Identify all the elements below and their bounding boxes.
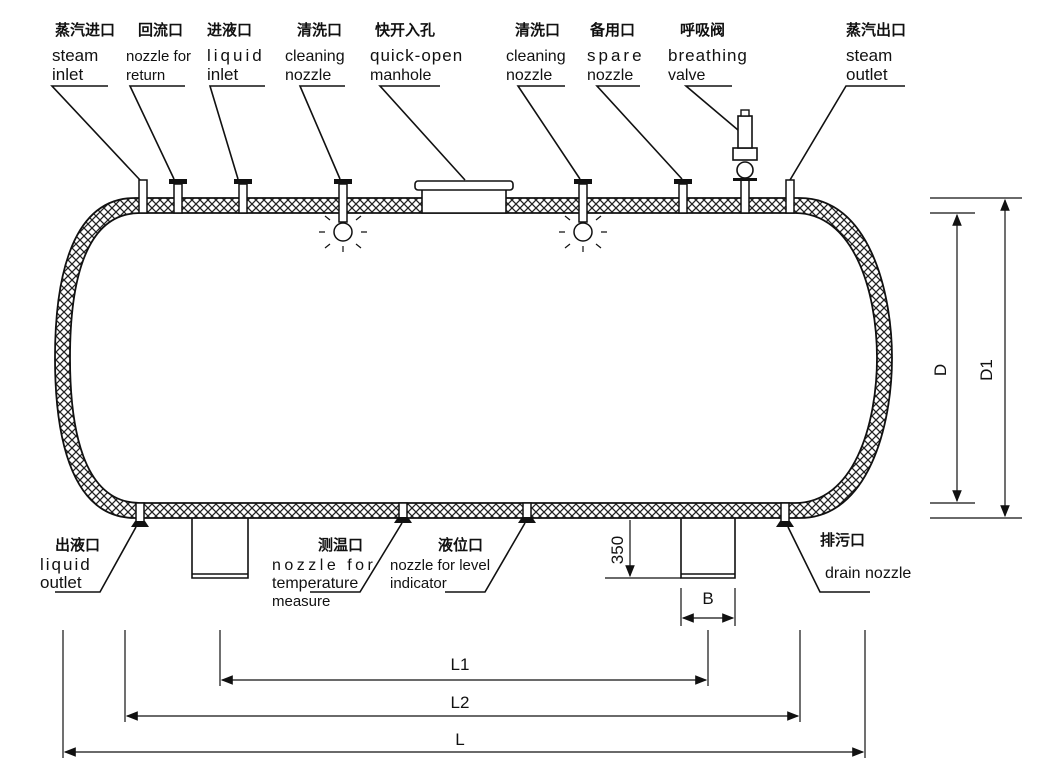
label-cn: 备用口 [589, 21, 635, 39]
label-cn: 呼吸阀 [680, 21, 725, 39]
dim-L1: L1 [451, 655, 470, 674]
steam-inlet-nozzle [138, 179, 148, 214]
dimension-lengths: L1 L2 L [62, 630, 866, 758]
label-en: cleaning [285, 48, 345, 65]
dim-D1: D1 [977, 359, 996, 381]
label-en: nozzle for [126, 48, 191, 65]
label-en: steam [52, 46, 98, 65]
label-spare-nozzle: 备用口 spare nozzle [587, 21, 645, 84]
liquid-outlet-nozzle [131, 502, 149, 527]
label-cn: 液位口 [438, 536, 483, 554]
label-cn: 蒸汽进口 [55, 21, 115, 39]
label-cn: 快开入孔 [375, 21, 435, 39]
dimension-leg-height: 350 [605, 520, 681, 579]
label-en: quick-open [370, 46, 463, 65]
label-en: inlet [207, 65, 238, 84]
dim-350: 350 [608, 536, 627, 564]
label-en: cleaning [506, 48, 566, 65]
cleaning-nozzle-1 [319, 179, 367, 252]
label-level-indicator: 液位口 nozzle for level indicator [390, 536, 490, 592]
support-leg-right [680, 518, 736, 579]
dim-L2: L2 [451, 693, 470, 712]
label-manhole: 快开入孔 quick-open manhole [370, 21, 463, 84]
label-temperature: 测温口 nozzle for temperature measure [272, 536, 376, 610]
label-en: nozzle [506, 67, 552, 84]
label-cn: 回流口 [138, 21, 183, 39]
manhole [414, 180, 514, 214]
label-en: manhole [370, 67, 431, 84]
breathing-valve [732, 109, 758, 214]
dim-L: L [455, 730, 464, 749]
dim-B-label: B [702, 589, 713, 608]
label-en: nozzle for level [390, 557, 490, 574]
support-leg-left [191, 518, 249, 579]
drain-nozzle [776, 502, 794, 527]
steam-outlet-nozzle [785, 179, 795, 214]
return-nozzle [169, 179, 187, 214]
spare-nozzle [674, 179, 692, 214]
temperature-nozzle [394, 502, 412, 523]
dimension-B: B [680, 588, 736, 626]
label-en: outlet [40, 573, 82, 592]
label-en: steam [846, 46, 892, 65]
label-cn: 清洗口 [297, 21, 342, 39]
label-liquid-outlet: 出液口 liquid outlet [40, 536, 100, 592]
dim-D: D [931, 364, 950, 376]
tank-shell [54, 197, 893, 519]
label-cn: 清洗口 [515, 21, 560, 39]
label-cn: 进液口 [207, 21, 252, 39]
label-return: 回流口 nozzle for return [126, 21, 191, 84]
top-leader-lines [50, 85, 905, 181]
label-steam-outlet: 蒸汽出口 steam outlet [846, 21, 906, 84]
label-breathing-valve: 呼吸阀 breathing valve [668, 21, 748, 84]
label-cn: 蒸汽出口 [846, 21, 906, 39]
label-en: temperature [272, 575, 358, 592]
label-en: nozzle for [272, 557, 376, 574]
dimension-diameter: D D1 [930, 197, 1022, 519]
cleaning-nozzle-2 [559, 179, 607, 252]
label-en: indicator [390, 575, 447, 592]
label-en: outlet [846, 65, 888, 84]
label-cn: 排污口 [820, 531, 865, 549]
label-cn: 测温口 [318, 536, 363, 554]
label-steam-inlet: 蒸汽进口 steam inlet [52, 21, 115, 84]
label-cleaning-nozzle-2: 清洗口 cleaning nozzle [506, 21, 566, 84]
level-indicator-nozzle [518, 502, 536, 523]
label-en: nozzle [587, 67, 633, 84]
label-cleaning-nozzle-1: 清洗口 cleaning nozzle [285, 21, 345, 84]
liquid-inlet-nozzle [234, 179, 252, 214]
label-en: measure [272, 593, 330, 610]
bottom-leader-lines [55, 522, 870, 593]
label-en: spare [587, 46, 645, 65]
label-liquid-inlet: 进液口 liquid inlet [207, 21, 265, 84]
label-en: nozzle [285, 67, 331, 84]
label-en: drain nozzle [825, 565, 911, 582]
label-en: liquid [207, 46, 265, 65]
label-en: return [126, 67, 165, 84]
label-en: inlet [52, 65, 83, 84]
label-drain: 排污口 drain nozzle [820, 531, 911, 582]
label-cn: 出液口 [55, 536, 100, 554]
label-en: valve [668, 67, 705, 84]
label-en: breathing [668, 46, 748, 65]
label-en: liquid [40, 555, 92, 574]
